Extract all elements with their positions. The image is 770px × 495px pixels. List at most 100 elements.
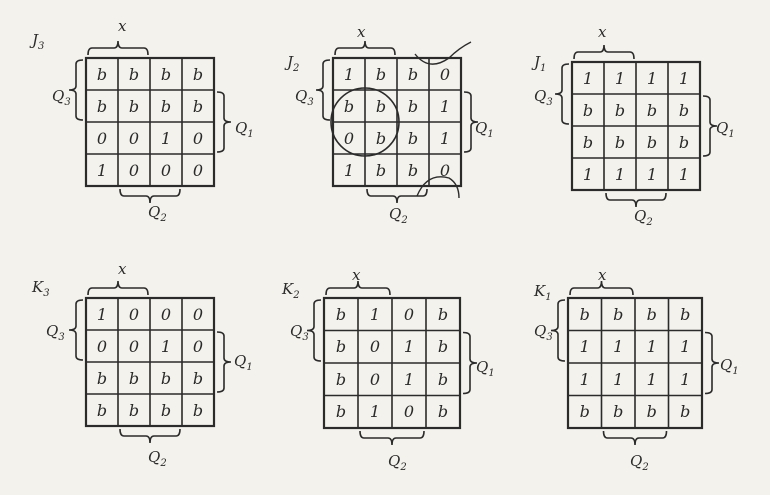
cell-r0-c2: b (407, 64, 419, 84)
cell-r1-c1: b (375, 96, 387, 116)
cell-r3-c2: b (646, 402, 657, 422)
cell-r2-c3: 1 (680, 369, 691, 389)
brace-label-right: Q1 (475, 119, 494, 140)
cell-r2-c1: b (128, 368, 140, 388)
cell-r1-c2: b (160, 96, 172, 116)
cell-r0-c1: b (128, 64, 140, 84)
brace-top (87, 40, 149, 56)
brace-bottom (366, 188, 428, 204)
cell-r2-c2: b (407, 128, 419, 148)
cell-r1-c0: b (335, 337, 347, 357)
brace-bottom (602, 430, 668, 446)
brace-bottom (119, 188, 181, 204)
cell-r2-c0: 1 (579, 369, 590, 389)
cell-r0-c1: b (613, 304, 624, 324)
cell-r3-c1: b (613, 402, 624, 422)
cell-r0-c0: 1 (343, 64, 355, 84)
brace-label-bottom: Q2 (634, 207, 653, 228)
brace-top (334, 40, 396, 56)
kmap-braces (68, 280, 232, 444)
cell-r0-c1: b (375, 64, 387, 84)
cell-r2-c3: b (192, 368, 204, 388)
cell-r1-c1: b (614, 100, 626, 120)
cell-r3-c1: 0 (128, 160, 140, 180)
cell-r3-c1: b (375, 160, 387, 180)
cell-r1-c1: 0 (369, 337, 381, 357)
cell-r0-c3: b (680, 304, 691, 324)
brace-left (306, 299, 322, 362)
brace-label-right: Q1 (476, 358, 495, 379)
cell-r0-c2: b (646, 304, 657, 324)
map-label: K2 (282, 280, 300, 301)
cell-r1-c3: 0 (192, 336, 204, 356)
brace-right (462, 331, 478, 395)
brace-label-bottom: Q2 (148, 203, 167, 224)
cell-r3-c3: 0 (192, 160, 204, 180)
cell-r0-c3: 0 (439, 64, 451, 84)
cell-r3-c0: 1 (582, 164, 594, 184)
cell-r2-c2: 1 (403, 369, 415, 389)
brace-left (315, 59, 331, 121)
kmap-braces (306, 280, 478, 446)
cell-r2-c0: b (582, 132, 594, 152)
brace-left (68, 299, 84, 361)
cell-r2-c1: 0 (369, 369, 381, 389)
cell-r1-c1: 1 (613, 337, 624, 357)
brace-right (216, 331, 232, 393)
cell-r0-c0: b (579, 304, 590, 324)
cell-r1-c0: 1 (579, 337, 590, 357)
brace-left (550, 299, 566, 362)
cell-r1-c0: b (343, 96, 355, 116)
cell-r0-c2: b (160, 64, 172, 84)
cell-r2-c3: 0 (192, 128, 204, 148)
cell-r3-c3: 0 (439, 160, 451, 180)
cell-r3-c1: 1 (369, 402, 381, 422)
cell-r3-c0: 1 (343, 160, 355, 180)
brace-label-top: x (118, 260, 127, 278)
cell-r3-c2: 0 (403, 402, 415, 422)
cell-r2-c2: 1 (160, 128, 172, 148)
cell-r2-c0: b (335, 369, 347, 389)
cell-r1-c3: 1 (680, 337, 691, 357)
cell-r1-c1: b (128, 96, 140, 116)
cell-r0-c3: b (437, 304, 449, 324)
map-label: J3 (32, 31, 45, 52)
cell-r1-c3: b (437, 337, 449, 357)
brace-bottom (359, 430, 425, 446)
brace-label-right: Q1 (720, 356, 739, 377)
cell-r2-c2: 1 (646, 369, 657, 389)
brace-label-left: Q3 (52, 87, 71, 108)
cell-r2-c3: 1 (439, 128, 451, 148)
brace-label-left: Q3 (295, 87, 314, 108)
cell-r3-c3: 1 (678, 164, 690, 184)
brace-bottom (605, 192, 667, 208)
cell-r2-c2: b (160, 368, 172, 388)
cell-r2-c3: b (437, 369, 449, 389)
cell-r2-c2: b (646, 132, 658, 152)
cell-r2-c3: b (678, 132, 690, 152)
cell-r3-c2: 1 (646, 164, 658, 184)
cell-r3-c0: 1 (96, 160, 108, 180)
cell-r2-c0: 0 (96, 128, 108, 148)
brace-left (68, 59, 84, 121)
brace-bottom (119, 428, 181, 444)
brace-label-left: Q3 (290, 322, 309, 343)
brace-label-top: x (352, 266, 361, 284)
cell-r3-c2: b (407, 160, 419, 180)
brace-label-left: Q3 (534, 87, 553, 108)
brace-label-right: Q1 (716, 119, 735, 140)
cell-r0-c3: 0 (192, 304, 204, 324)
brace-label-left: Q3 (534, 322, 553, 343)
cell-r0-c0: b (96, 64, 108, 84)
cell-r2-c0: 0 (343, 128, 355, 148)
cell-r2-c1: 0 (128, 128, 140, 148)
map-label: J2 (287, 53, 300, 74)
brace-right (702, 95, 718, 157)
brace-label-top: x (118, 17, 127, 35)
brace-top (325, 280, 391, 296)
